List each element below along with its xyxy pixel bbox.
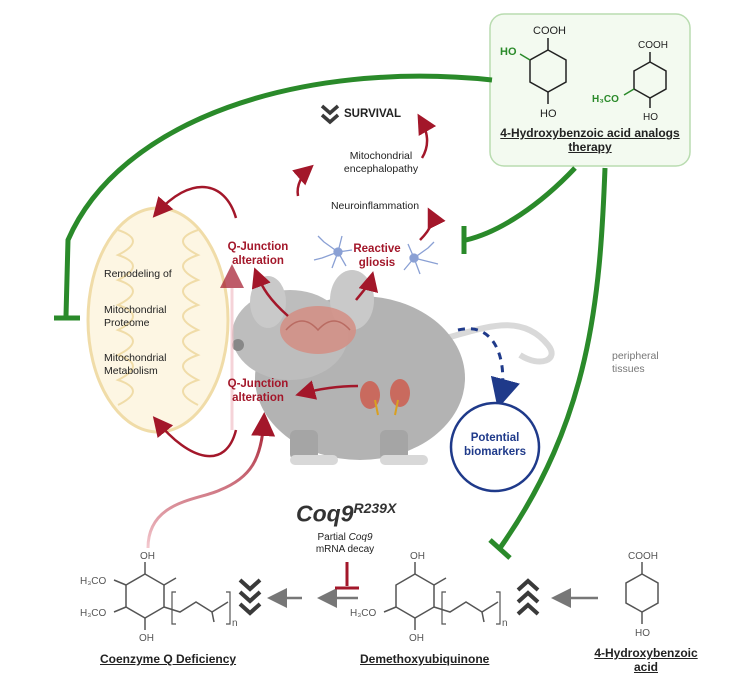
mrna-decay-label: Partial Coq9 mRNA decay [290, 532, 400, 556]
therapy-mol1-ho-top-text: HO [500, 46, 517, 58]
hba-cooh-text: COOH [628, 551, 658, 562]
qjunction-bottom-label: Q-Junction alteration [227, 378, 289, 404]
survival-decrease-icon [320, 104, 340, 125]
therapy-box [489, 13, 691, 167]
coq-deficiency-label: Coenzyme Q Deficiency [100, 652, 237, 666]
arrow-brain-to-gliosis [355, 271, 379, 301]
hba-ho-text: HO [635, 628, 650, 639]
biomarkers-label: Potential biomarkers [463, 432, 526, 458]
glia-cell-icon-right [403, 241, 439, 275]
hba-label: 4-Hydroxybenzoic acid [594, 646, 698, 675]
arrow-brain-to-qjunction [251, 267, 289, 317]
arrow-to-encephalopathy [292, 164, 314, 197]
dmq-structure: OH H₃CO OH n [350, 551, 508, 644]
genotype-allele: R239X [353, 500, 397, 516]
arrow-deficiency-to-qjunction [146, 412, 276, 549]
therapy-mol1-ho-bottom-text: HO [540, 108, 557, 120]
decay-gene: Coq9 [348, 532, 373, 543]
coq-oh-bottom-text: OH [139, 633, 154, 644]
biomarkers-circle [449, 401, 541, 493]
inhibition-line-gliosis [465, 166, 577, 243]
dmq-oh-bottom-text: OH [409, 633, 424, 644]
dmq-label: Demethoxyubiquinone [360, 652, 490, 666]
arrow-to-survival [417, 113, 437, 159]
hba-structure: COOH HO [625, 551, 659, 639]
therapy-mol2-ho-text: HO [643, 112, 658, 123]
coq-meo-top-text: H₃CO [80, 576, 107, 587]
genotype-gene: Coq9 [296, 500, 354, 527]
neuroinflammation-label: Neuroinflammation [330, 200, 420, 212]
glia-cell-icon-left [313, 235, 353, 269]
mouse-illustration [232, 270, 555, 465]
mito-proteome-label: Mitochondrial Proteome [104, 304, 167, 329]
mrna-decay-inhibition-icon [335, 562, 359, 590]
dmq-meo-bottom-text: H₃CO [350, 608, 377, 619]
arrow-qjunction-to-mito-bottom [152, 416, 238, 458]
therapy-mol2-cooh-text: COOH [638, 40, 668, 51]
inhibition-line-mitochondria [63, 73, 493, 317]
therapy-molecule-1: COOH HO HO [500, 25, 567, 120]
coq-meo-bottom-text: H₃CO [80, 608, 107, 619]
therapy-mol2-meo-text: H₃CO [592, 94, 619, 105]
dmq-n-text: n [502, 618, 508, 629]
coq-n-text: n [232, 618, 238, 629]
therapy-mol1-cooh-text: COOH [533, 25, 566, 37]
survival-label: SURVIVAL [344, 108, 402, 120]
dmq-oh-top-text: OH [410, 551, 425, 562]
inhibition-bar-dmq [488, 538, 512, 560]
arrow-qjunction-to-mito-top [152, 185, 238, 219]
coenzyme-q-structure: OH H₃CO H₃CO OH n [80, 551, 238, 644]
therapy-molecule-2: COOH H₃CO HO [592, 40, 668, 123]
dmq-increase-icon [516, 578, 540, 616]
mito-remodeling-label: Remodeling of [104, 268, 172, 280]
peripheral-tissues-label: peripheral tissues [612, 350, 659, 375]
mito-encephalopathy-label: Mitochondrial encephalopathy [343, 150, 419, 175]
inhibition-line-peripheral [497, 167, 608, 550]
coq-oh-top-text: OH [140, 551, 155, 562]
mito-metabolism-label: Mitochondrial Metabolism [104, 352, 167, 377]
decay-prefix: Partial [317, 532, 346, 543]
therapy-title: 4-Hydroxybenzoic acid analogs therapy [500, 126, 680, 155]
arrow-kidney-to-qjunction [295, 380, 359, 400]
qjunction-top-label: Q-Junction alteration [227, 241, 289, 267]
coq-decrease-icon [238, 578, 262, 616]
reactive-gliosis-label: Reactive gliosis [353, 243, 401, 269]
arrow-gliosis-to-neuroinflammation [419, 207, 446, 241]
arrow-to-biomarkers [457, 327, 520, 409]
decay-suffix: mRNA decay [315, 544, 375, 555]
genotype-label: Coq9R239X [296, 500, 396, 528]
